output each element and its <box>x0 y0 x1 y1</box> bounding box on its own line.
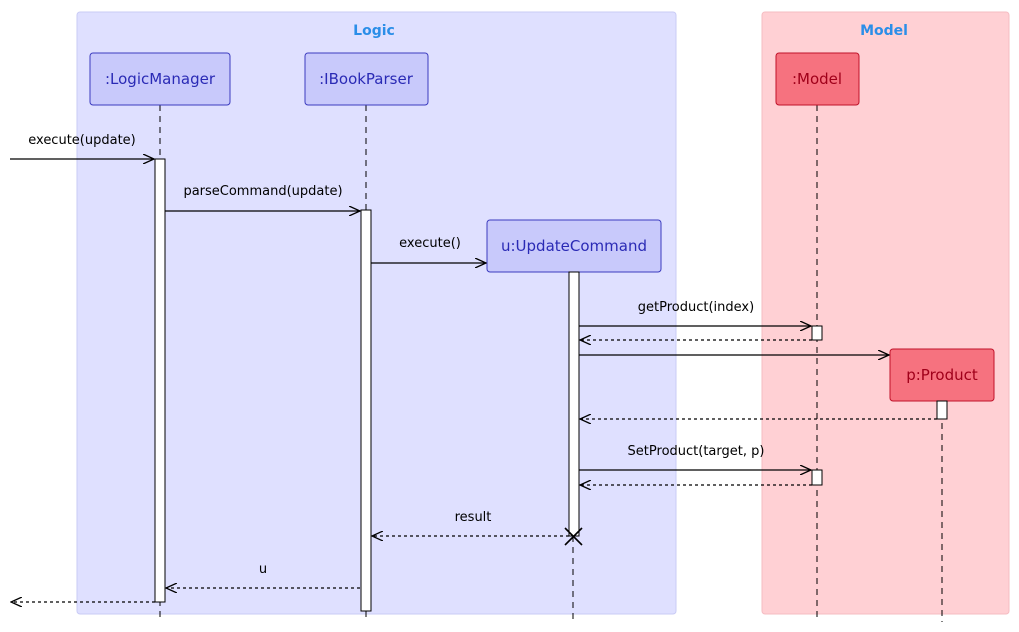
ibook-parser-box <box>304 52 429 106</box>
logic-manager-label: :LogicManager <box>105 70 216 88</box>
return-result-label: result <box>455 510 492 525</box>
model-label: :Model <box>792 70 842 88</box>
model-box <box>775 52 860 106</box>
logic-manager-box <box>89 52 231 106</box>
activation-product <box>936 400 948 420</box>
message-get-product-label: getProduct(index) <box>638 300 754 315</box>
activation-model-2 <box>811 469 823 486</box>
message-set-product-label: SetProduct(target, p) <box>628 444 765 459</box>
message-execute-update-label: execute(update) <box>28 133 136 148</box>
logic-group-title: Logic <box>353 23 395 39</box>
ibook-parser-label: :IBookParser <box>319 70 414 88</box>
destroy-mark <box>564 527 583 546</box>
activation-update-command <box>568 271 580 537</box>
model-group-frame <box>761 11 1010 615</box>
activation-ibook-parser <box>360 209 372 612</box>
return-u-label: u <box>259 562 267 577</box>
message-parse-command-label: parseCommand(update) <box>183 184 342 199</box>
update-command-label: u:UpdateCommand <box>501 237 647 255</box>
activation-model-1 <box>811 325 823 341</box>
activation-logic-manager <box>154 158 166 603</box>
logic-group-frame <box>76 11 677 615</box>
model-group-title: Model <box>860 23 908 39</box>
message-execute-label: execute() <box>399 236 461 251</box>
product-label: p:Product <box>906 366 978 384</box>
